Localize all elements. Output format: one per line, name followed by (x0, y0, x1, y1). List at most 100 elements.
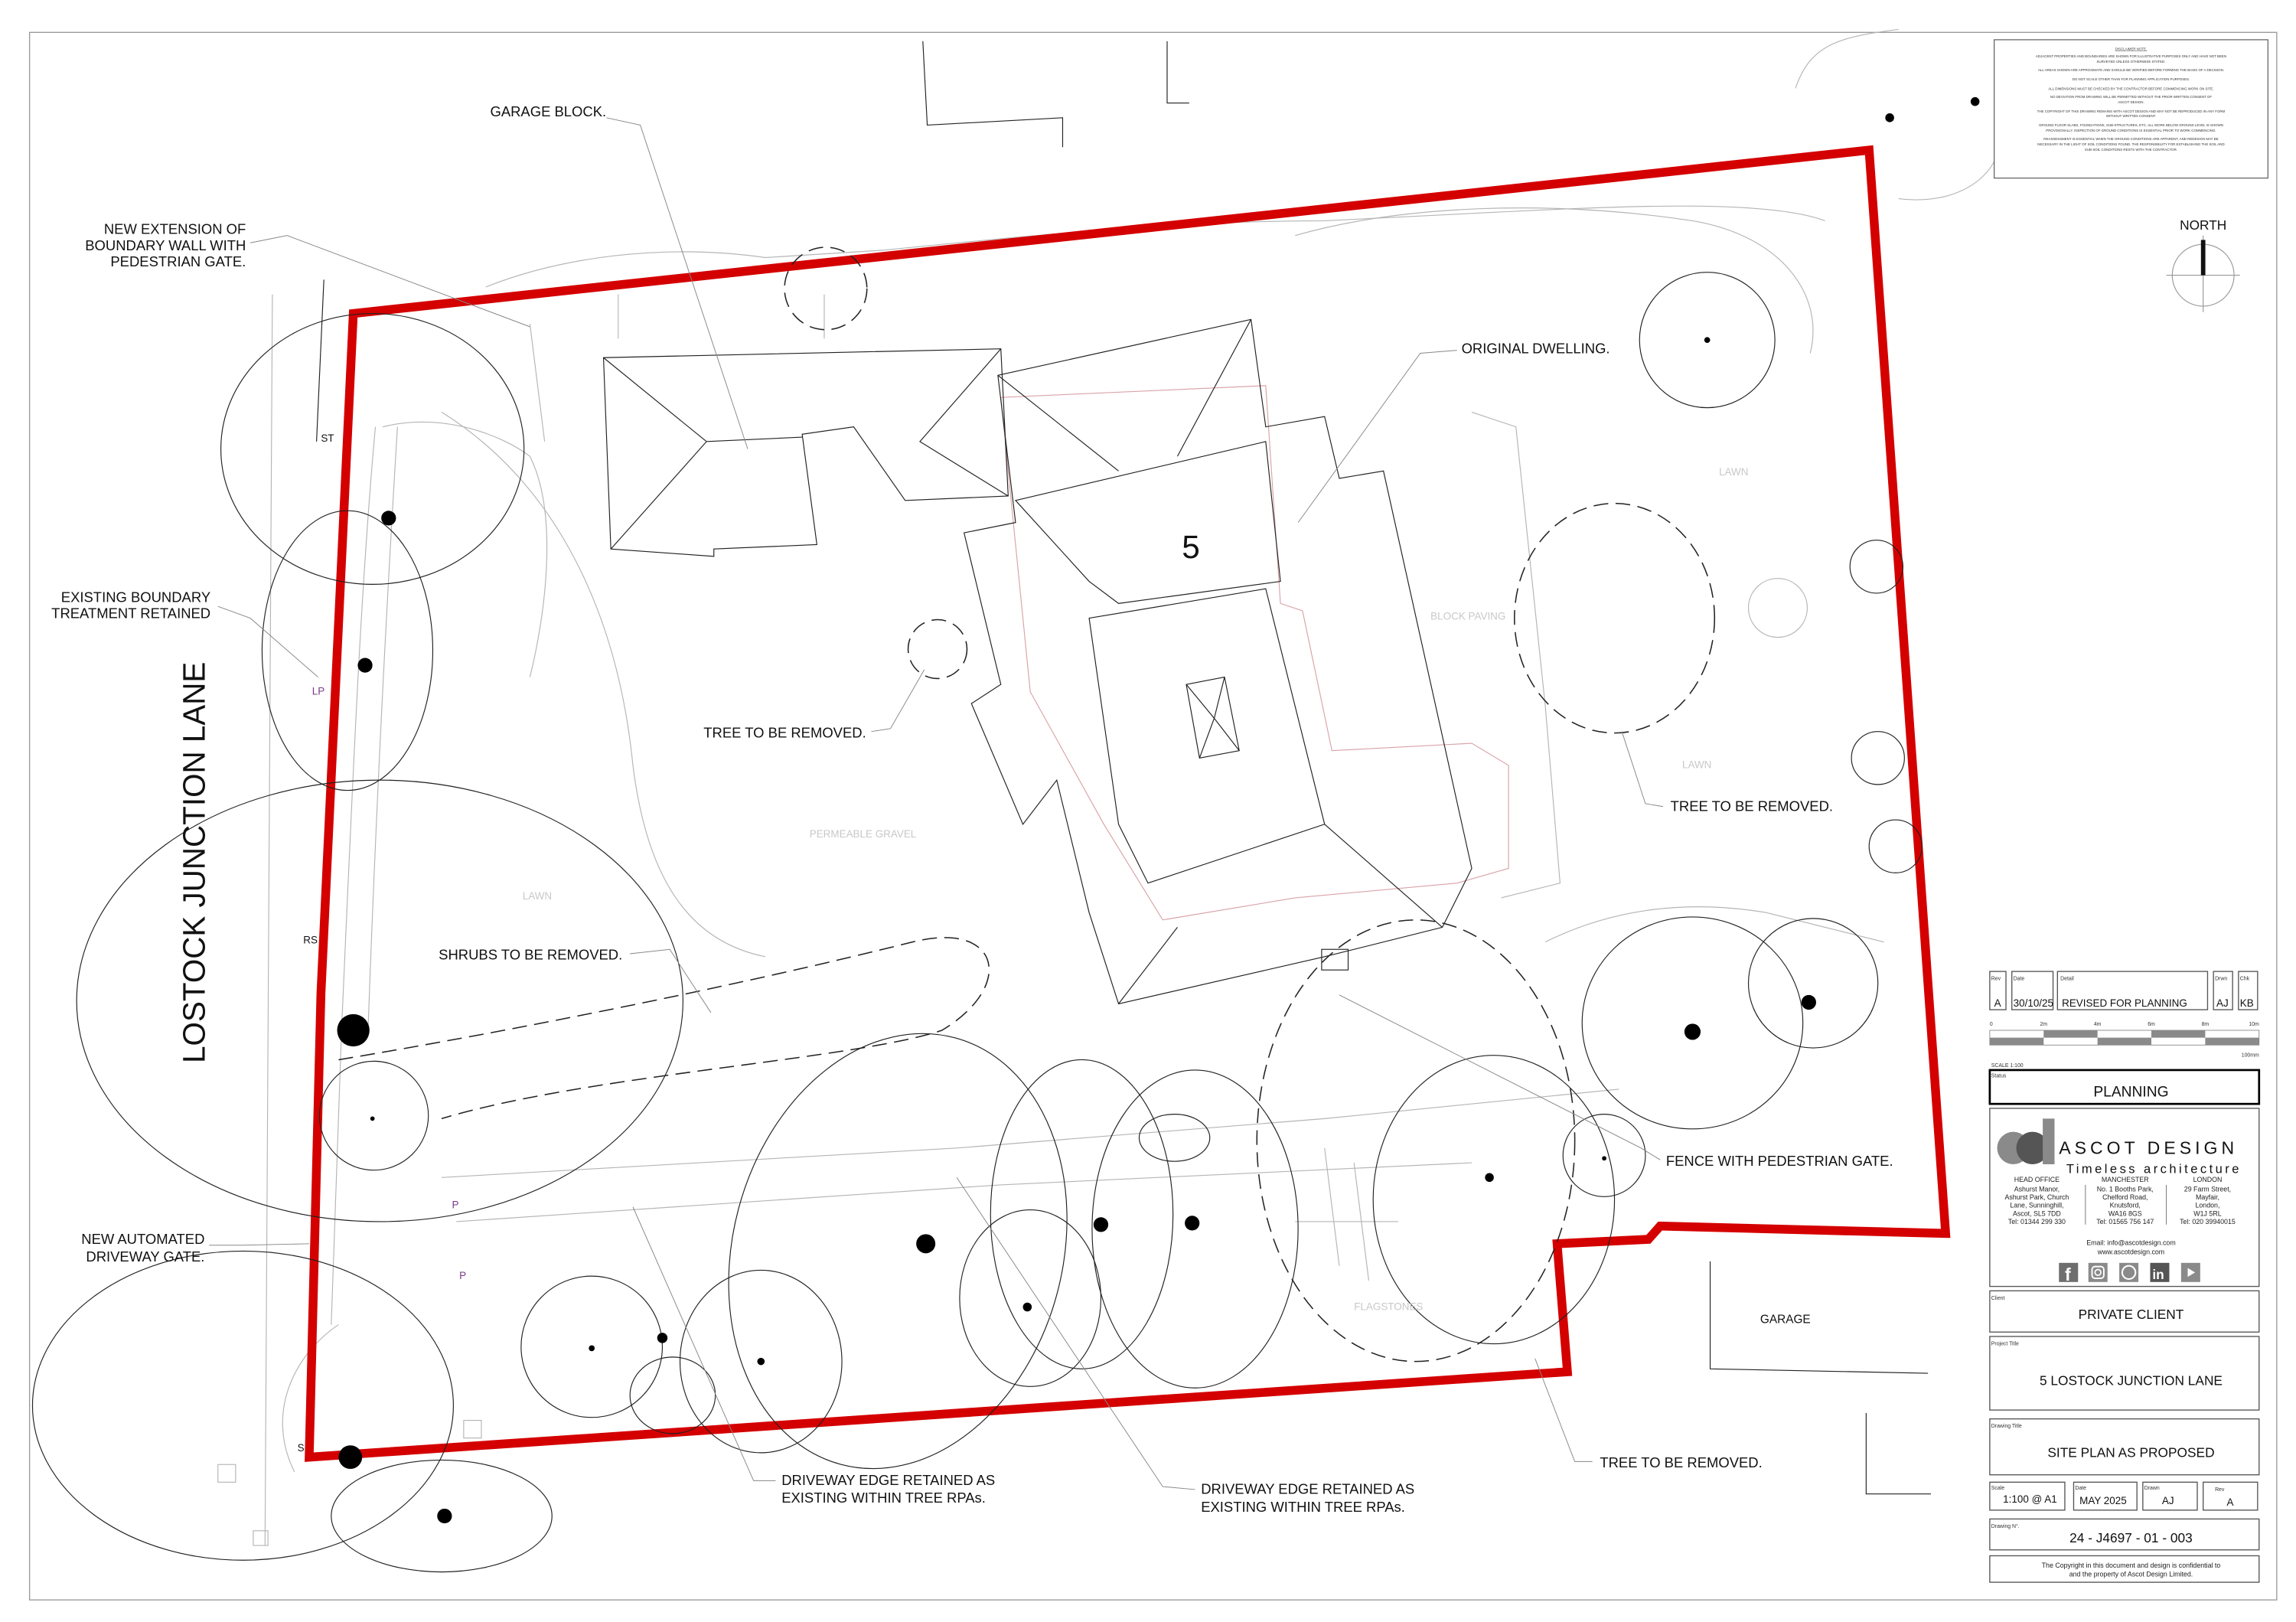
office-address-line: Mayfair, (2196, 1193, 2219, 1201)
label-driveway-gate: NEW AUTOMATED (81, 1231, 204, 1247)
marker-p: P (452, 1199, 458, 1211)
disclaimer-line: ASCOT DESIGN. (2118, 100, 2144, 104)
scale-tick-label: 10m (2249, 1022, 2259, 1027)
disclaimer-line: WITHOUT WRITTEN CONSENT. (2106, 114, 2156, 118)
scale-text: SCALE 1:100 (1991, 1063, 2024, 1069)
checked-label: Chk (2240, 977, 2250, 982)
office-address-line: Lane, Sunninghill, (2010, 1202, 2063, 1209)
company-tagline: Timeless architecture (2066, 1162, 2242, 1177)
date-value: MAY 2025 (2079, 1495, 2127, 1506)
north-arrow: NORTH (2166, 217, 2240, 312)
label-boundary-retained: EXISTING BOUNDARY (61, 589, 210, 605)
scale-tick-label: 2m (2040, 1022, 2047, 1027)
company-name: ASCOT DESIGN (2059, 1138, 2238, 1158)
office-address-line: 29 Farm Street, (2184, 1186, 2231, 1193)
label-driveway-edge: EXISTING WITHIN TREE RPAs. (1201, 1499, 1405, 1515)
label-driveway-edge: DRIVEWAY EDGE RETAINED AS (1201, 1481, 1414, 1497)
office-address-line: Ascot, SL5 7DD (2013, 1209, 2061, 1217)
rev-date-value: 30/10/25 (2014, 997, 2053, 1009)
office-address-line: WA16 8GS (2108, 1209, 2142, 1217)
surface-lawn: LAWN (523, 890, 552, 902)
disclaimer-line: ALL AREAS SHOWN ARE APPROXIMATE AND SHOU… (2038, 68, 2224, 72)
scale-value: 1:100 @ A1 (2003, 1493, 2057, 1505)
disclaimer-line: DO NOT SCALE OTHER THAN FOR PLANNING APP… (2073, 77, 2190, 81)
scale-tick-label: 4m (2094, 1022, 2102, 1027)
checked-value: KB (2240, 997, 2254, 1009)
surface-lawn: LAWN (1719, 466, 1748, 478)
detail-label: Detail (2060, 977, 2074, 982)
disclaimer-line: PROVISIONALLY. INSPECTION OF GROUND COND… (2046, 129, 2216, 132)
scale-tick-label: 0 (1990, 1022, 1993, 1027)
client-value: PRIVATE CLIENT (2079, 1307, 2184, 1322)
marker-s: S (298, 1442, 305, 1454)
linkedin-icon[interactable]: in (2150, 1262, 2170, 1282)
label-driveway-edge: DRIVEWAY EDGE RETAINED AS (781, 1472, 995, 1488)
detail-value: REVISED FOR PLANNING (2062, 997, 2187, 1009)
label-boundary-extension: PEDESTRIAN GATE. (110, 253, 246, 269)
disclaimer-line: ALL DIMENSIONS MUST BE CHECKED BY THE CO… (2048, 86, 2213, 90)
north-label: NORTH (2180, 217, 2226, 233)
social-icons: f in (2059, 1262, 2200, 1284)
disclaimer-line: GROUND FLOOR SLABS, FOUNDATIONS, SUB-STR… (2039, 123, 2223, 127)
company-logo: ASCOT DESIGN Timeless architecture (1997, 1118, 2242, 1177)
drawn-label: Drawn (2144, 1486, 2160, 1491)
rev-value: A (1994, 997, 2001, 1009)
project-title: 5 LOSTOCK JUNCTION LANE (2040, 1372, 2223, 1388)
office-title: LONDON (2193, 1176, 2223, 1183)
disclaimer-line: SURVEYED UNLESS OTHERWISE STATED. (2096, 60, 2165, 64)
scale-label: Scale (1991, 1486, 2004, 1491)
marker-p: P (459, 1270, 466, 1281)
disclaimer-line: NO DEVIATION FROM DRAWING WILL BE PERMIT… (2050, 95, 2212, 99)
office-title: HEAD OFFICE (2014, 1176, 2060, 1183)
garage-block (602, 348, 1009, 557)
drawn-value: AJ (2162, 1495, 2174, 1506)
house-number: 5 (1182, 529, 1200, 565)
tree-rpas (31, 246, 1923, 1573)
company-email[interactable]: Email: info@ascotdesign.com (2086, 1239, 2175, 1247)
status-label: Status (1991, 1074, 2007, 1079)
disclaimer-line: ADJACENT PROPERTIES AND BOUNDARIES ARE S… (2036, 54, 2226, 58)
scale-length: 100mm (2242, 1053, 2259, 1059)
label-tree-removed: TREE TO BE REMOVED. (1671, 798, 1833, 814)
status-value: PLANNING (2093, 1085, 2168, 1101)
rev-label: Rev (2215, 1487, 2225, 1493)
disclaimer-line: NECESSARY IN THE LIGHT OF SOIL CONDITION… (2037, 142, 2224, 146)
rev-label: Rev (1991, 977, 2001, 982)
office-address-line: Tel: 020 39940015 (2180, 1218, 2236, 1225)
youtube-icon[interactable] (2180, 1262, 2200, 1282)
drawing-title-label: Drawing Title (1991, 1424, 2022, 1429)
rev-drawn-label: Drwn (2215, 977, 2227, 982)
office-address-line: Chelford Road, (2102, 1193, 2148, 1201)
office-address-line: Tel: 01344 299 330 (2008, 1218, 2066, 1225)
office-title: MANCHESTER (2102, 1176, 2149, 1183)
label-fence-gate: FENCE WITH PEDESTRIAN GATE. (1666, 1153, 1893, 1169)
original-footprint (1000, 385, 1509, 921)
plan-labels: GARAGE BLOCK. NEW EXTENSION OF BOUNDARY … (51, 103, 1893, 1515)
scale-tick-label: 8m (2202, 1022, 2210, 1027)
surface-block-paving: BLOCK PAVING (1430, 611, 1505, 622)
drawing-title: SITE PLAN AS PROPOSED (2047, 1445, 2214, 1460)
surface-permeable-gravel: PERMEABLE GRAVEL (810, 828, 917, 840)
marker-rs: RS (303, 935, 318, 946)
surface-lawn: LAWN (1682, 759, 1711, 771)
sheet-frame (28, 31, 2278, 1601)
drawing-number: 24 - J4697 - 01 - 003 (2069, 1530, 2193, 1545)
copyright-text: and the property of Ascot Design Limited… (2069, 1570, 2193, 1578)
office-address-line: Knutsford, (2110, 1202, 2141, 1209)
svg-text:f: f (2065, 1265, 2071, 1284)
existing-context (217, 28, 2002, 1546)
office-address-line: Ashurst Park, Church (2004, 1193, 2069, 1201)
leader-lines (209, 117, 1664, 1490)
instagram-icon[interactable] (2088, 1262, 2108, 1282)
rev-value: A (2226, 1496, 2233, 1508)
company-website[interactable]: www.ascotdesign.com (2097, 1248, 2164, 1255)
pinterest-icon[interactable] (2119, 1262, 2139, 1282)
label-original-dwelling: ORIGINAL DWELLING. (1462, 340, 1610, 356)
label-boundary-retained: TREATMENT RETAINED (51, 605, 210, 622)
office-address-line: London, (2196, 1202, 2220, 1209)
facebook-icon[interactable]: f (2059, 1262, 2079, 1284)
label-boundary-extension: BOUNDARY WALL WITH (85, 237, 246, 253)
disclaimer-line: THE COPYRIGHT OF THIS DRAWING REMAINS WI… (2037, 109, 2226, 113)
